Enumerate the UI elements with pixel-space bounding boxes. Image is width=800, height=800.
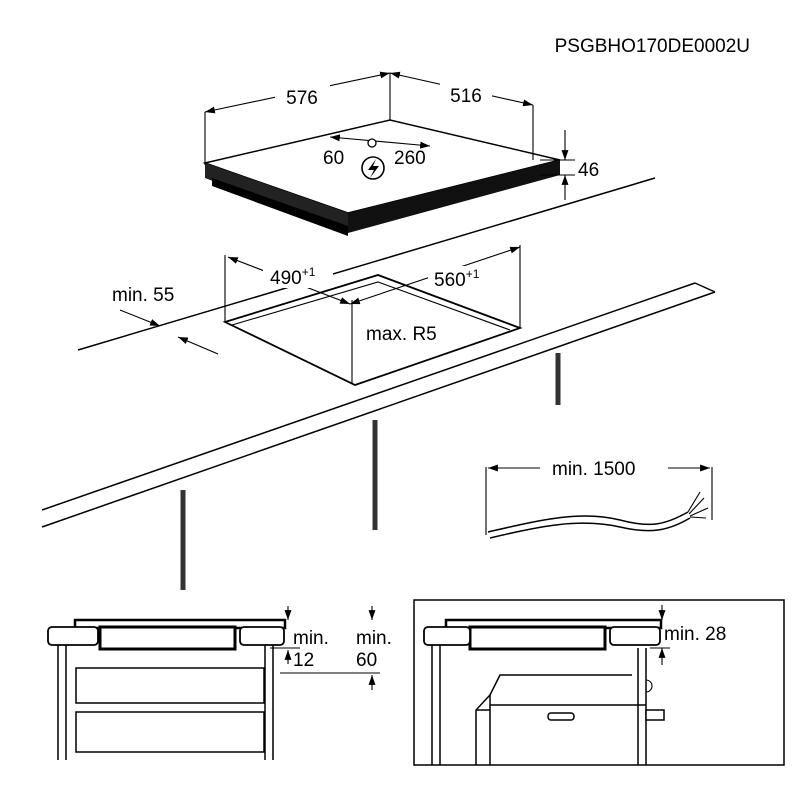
cable-length-label: min. 1500 [552,459,635,480]
document-code: PSGBHO170DE0002U [555,36,750,57]
section-right-frame [413,599,785,766]
section-right: min. 28 [413,599,785,766]
connection-dimension-line [329,134,431,149]
power-connection-icon [361,156,385,180]
connection-left-label: 60 [323,148,344,169]
front-gap-label: min. 55 [112,285,174,306]
hob-depth-label: 516 [450,86,482,107]
cutout-depth-label: 560+1 [434,267,480,291]
clearance-a-line1: min. [293,628,329,649]
hob-drawing: 60 260 576 516 46 [202,71,599,236]
cable-drawing: min. 1500 [485,459,713,539]
hob-side-edge [348,160,560,233]
connection-point [367,138,377,148]
worktop-drawing: 490+1 560+1 max. R5 min. 55 [41,177,716,590]
clearance-b-line1: min. [356,628,392,649]
hob-height-label: 46 [578,160,599,181]
cutout-width-label: 490+1 [270,265,316,289]
clearance-label: min. 28 [664,624,726,645]
hob-width-label: 576 [286,88,318,109]
clearance-b-line2: 60 [356,650,377,671]
connection-right-label: 260 [394,148,426,169]
section-left: min. 12 min. 60 [47,606,392,760]
corner-radius-label: max. R5 [366,324,437,345]
clearance-a-line2: 12 [293,650,314,671]
